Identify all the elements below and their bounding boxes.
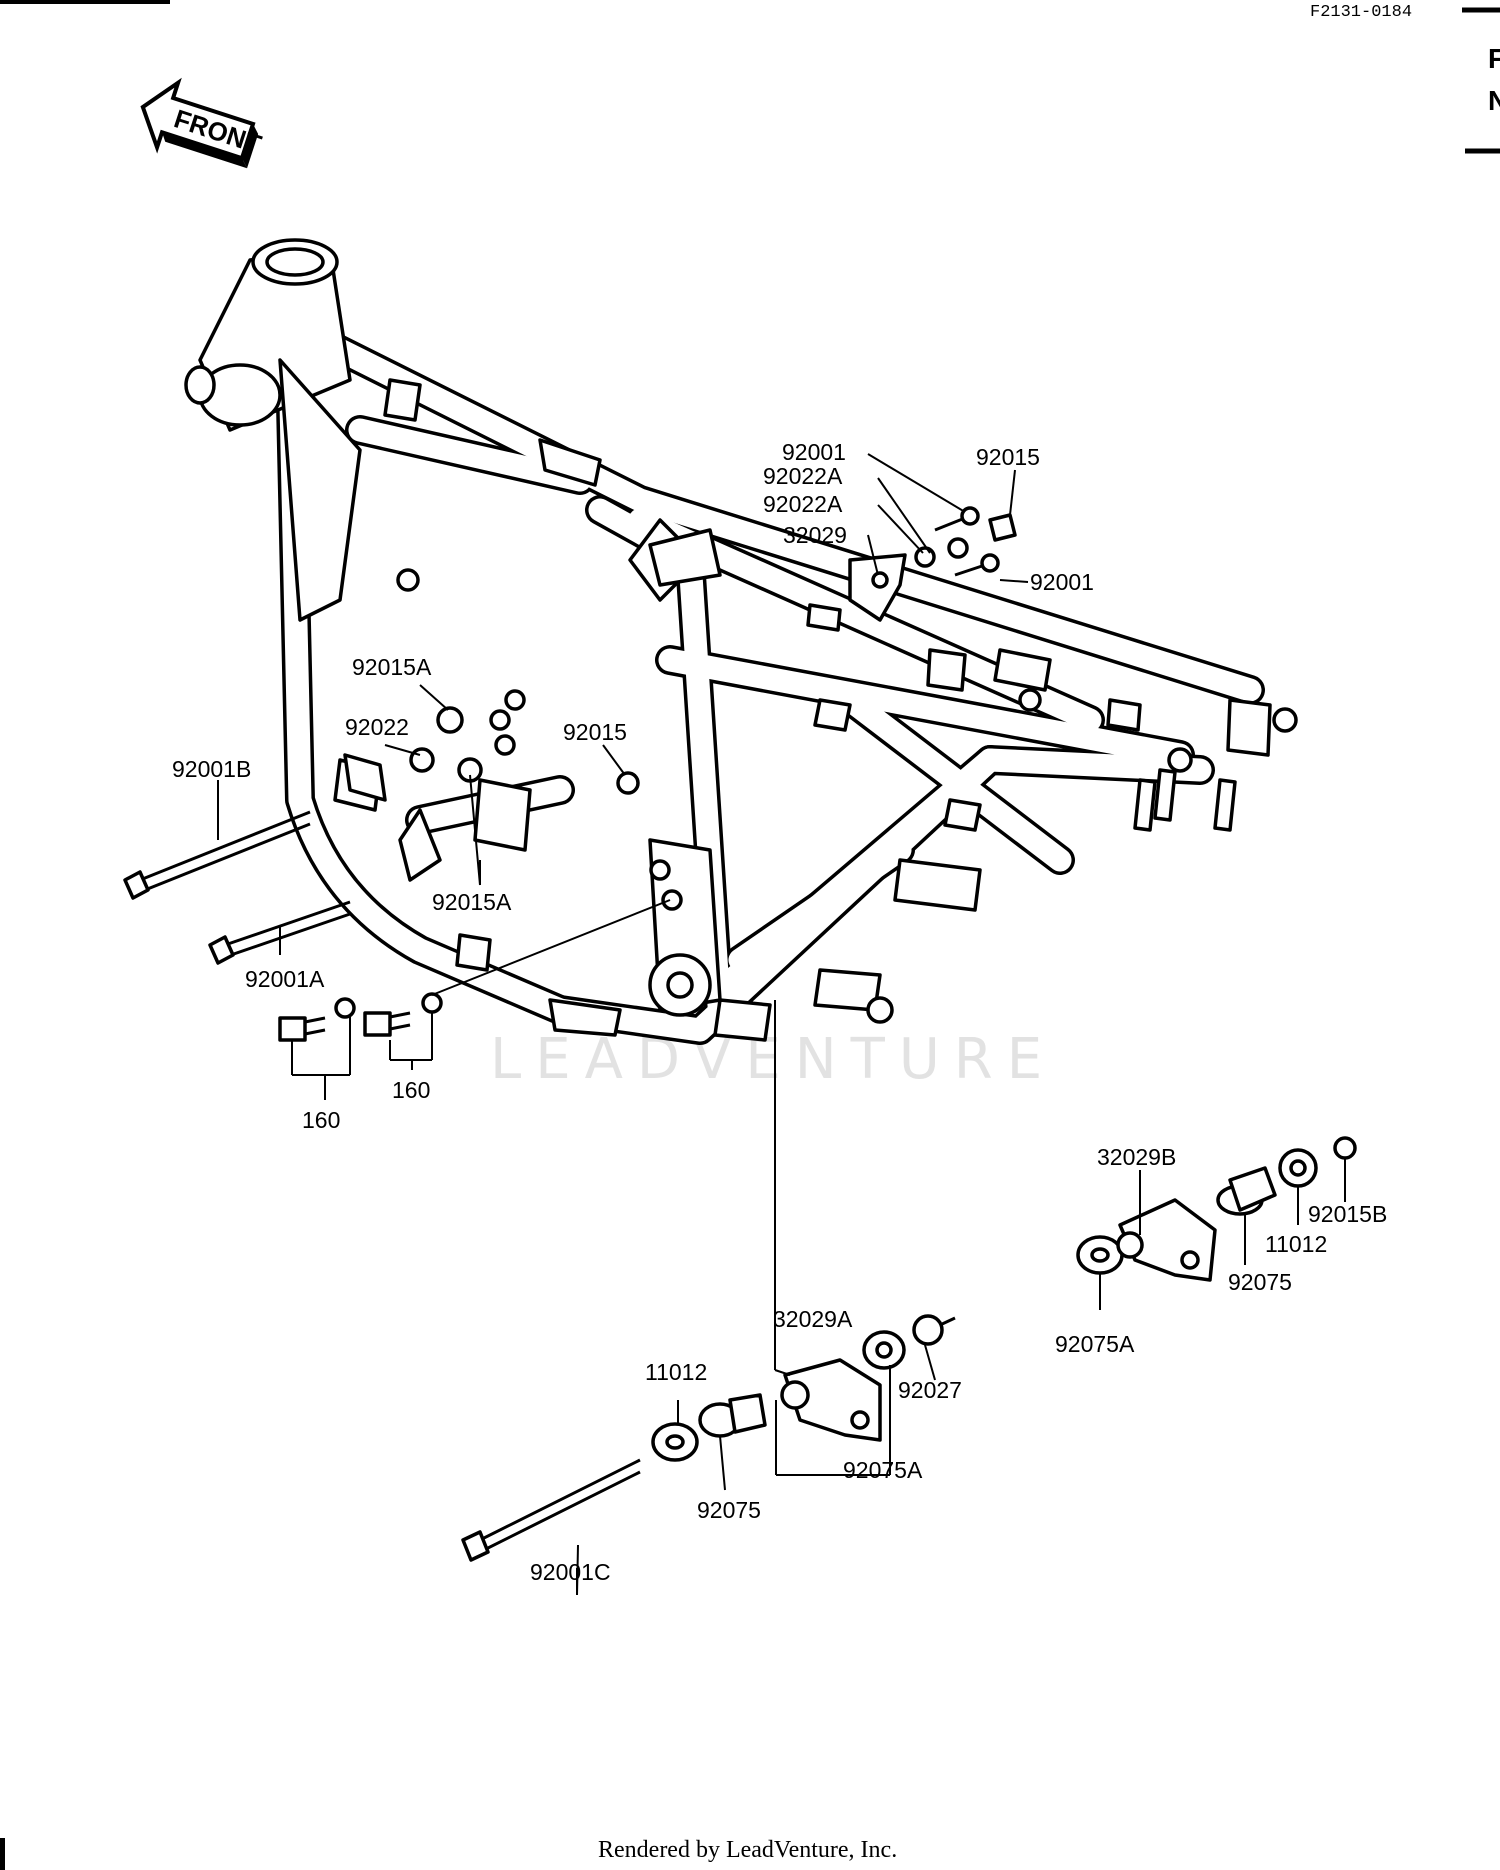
callout-92001b: 92001B	[172, 756, 251, 782]
callout-11012-left: 11012	[645, 1359, 707, 1385]
steering-head	[184, 238, 352, 432]
callout-92022a-1: 92022A	[763, 463, 843, 489]
callout-92022: 92022	[345, 714, 409, 740]
callout-labels: 92001 92022A 92022A 32029 92015 92001 92…	[172, 439, 1387, 1585]
side-glyph-2: N	[1488, 85, 1500, 116]
side-glyph-1: F	[1488, 43, 1500, 74]
upper-right-hardware	[848, 506, 1017, 622]
callout-92015-top: 92015	[976, 444, 1040, 470]
callout-32029: 32029	[783, 522, 847, 548]
callout-92015a-lower: 92015A	[432, 889, 512, 915]
callout-92001-top: 92001	[782, 439, 846, 465]
callout-92001a: 92001A	[245, 966, 325, 992]
diagram-code: F2131-0184	[1310, 3, 1412, 22]
engine-mount-bracket-lower	[461, 1314, 956, 1562]
callout-92001c: 92001C	[530, 1559, 611, 1585]
footer-credit: Rendered by LeadVenture, Inc.	[598, 1837, 897, 1863]
engine-mount-bracket-right	[1076, 1136, 1357, 1282]
front-arrow-icon: FRONT	[140, 77, 265, 169]
callout-92075a-right: 92075A	[1055, 1331, 1135, 1357]
callout-92027: 92027	[898, 1377, 962, 1403]
callout-32029b: 32029B	[1097, 1144, 1176, 1170]
callout-92075-right: 92075	[1228, 1269, 1292, 1295]
watermark: LEADVENTURE	[490, 1027, 1056, 1092]
callout-92075-left: 92075	[697, 1497, 761, 1523]
callout-92015b: 92015B	[1308, 1201, 1387, 1227]
left-hardware	[123, 706, 640, 1042]
callout-92075a-left: 92075A	[843, 1457, 923, 1483]
motorcycle-frame	[184, 238, 1298, 1045]
callout-32029a: 32029A	[773, 1306, 853, 1332]
leader-lines	[217, 453, 1346, 1596]
callout-92022a-2: 92022A	[763, 491, 843, 517]
callout-92001-right: 92001	[1030, 569, 1094, 595]
callout-11012-right: 11012	[1265, 1231, 1327, 1257]
callout-92015-mid: 92015	[563, 719, 627, 745]
callout-160-left: 160	[302, 1107, 340, 1133]
corner-mark	[0, 1838, 5, 1870]
callout-92015a-upper: 92015A	[352, 654, 432, 680]
callout-160-right: 160	[392, 1077, 430, 1103]
